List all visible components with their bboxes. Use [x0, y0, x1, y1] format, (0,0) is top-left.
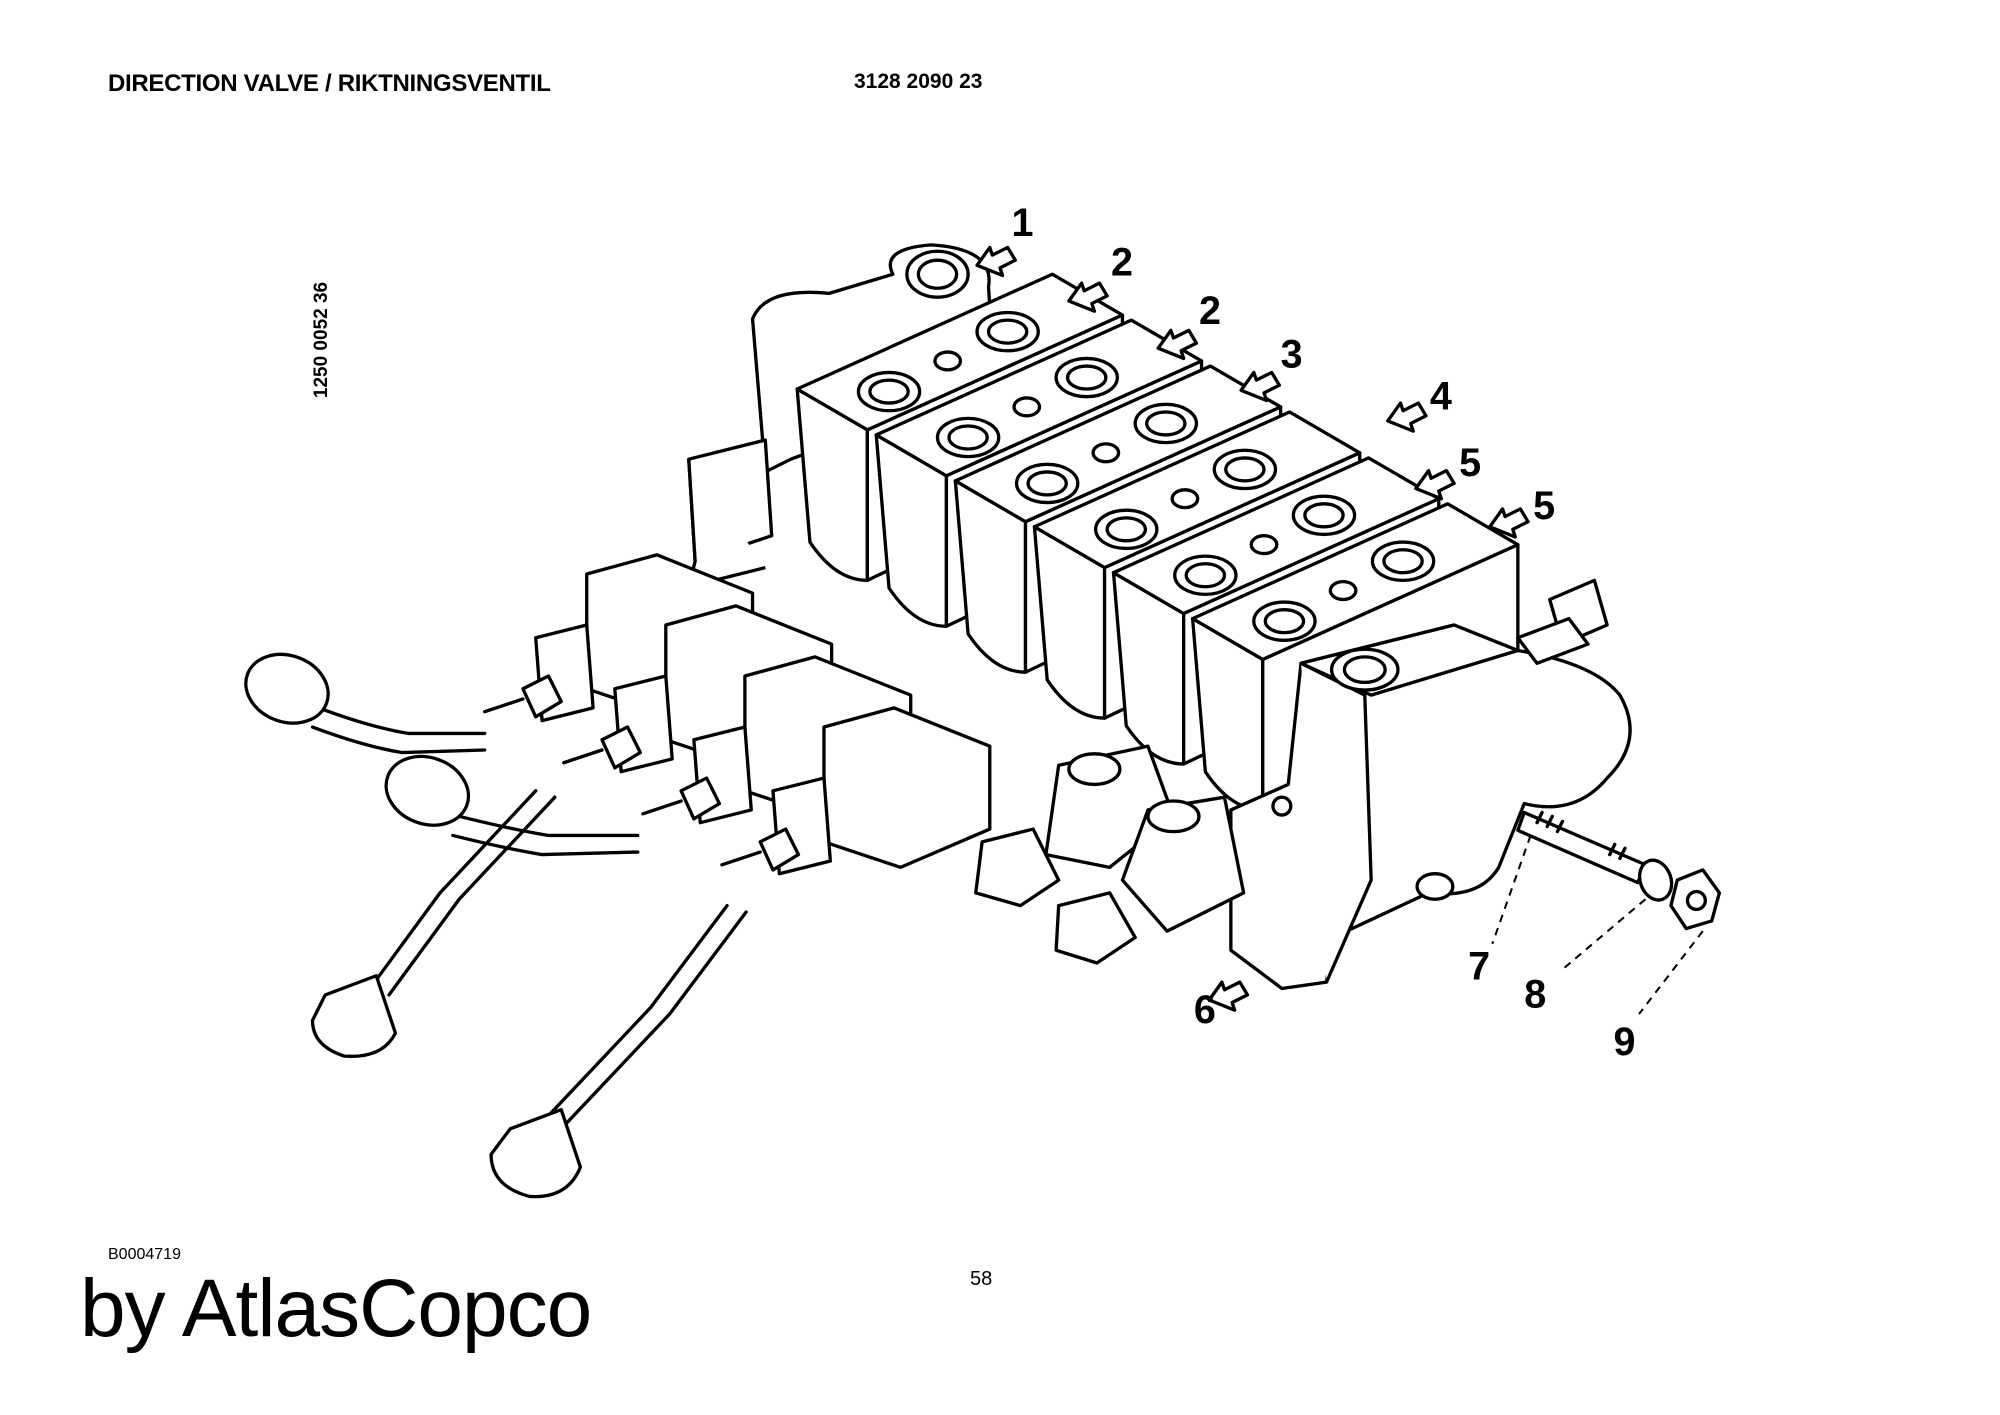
bolt-washer-nut — [1491, 810, 1722, 1015]
callout-6: 6 — [1194, 988, 1216, 1032]
callout-arrow-icon — [1239, 370, 1281, 403]
callout-8: 8 — [1524, 973, 1546, 1017]
lever-actuators — [483, 553, 992, 876]
callout-arrow-icon — [1067, 281, 1109, 313]
callout-2b: 2 — [1199, 289, 1221, 333]
callout-5b: 5 — [1533, 484, 1555, 528]
callout-arrows — [975, 245, 1530, 1012]
callout-arrow-icon — [1207, 980, 1250, 1012]
figure-code: B0004719 — [108, 1246, 181, 1263]
brand-watermark: by AtlasCopco — [80, 1263, 592, 1354]
callout-arrow-icon — [975, 245, 1017, 278]
page-title: DIRECTION VALVE / RIKTNINGSVENTIL — [108, 70, 551, 97]
relief-valves — [974, 744, 1246, 965]
callout-3: 3 — [1281, 332, 1303, 376]
end-cover — [1229, 578, 1632, 991]
page-number: 58 — [970, 1268, 993, 1290]
callout-7: 7 — [1468, 945, 1490, 989]
callout-1: 1 — [1011, 201, 1033, 245]
callout-arrow-icon — [1414, 469, 1456, 501]
callout-arrow-icon — [1156, 328, 1199, 361]
callout-5a: 5 — [1459, 441, 1481, 485]
callout-9: 9 — [1614, 1020, 1636, 1064]
callout-arrow-icon — [1386, 401, 1428, 433]
callout-4: 4 — [1430, 374, 1452, 418]
callout-2a: 2 — [1111, 241, 1133, 285]
lever-handles — [244, 652, 748, 1199]
actuator-housing — [720, 706, 992, 876]
part-number: 3128 2090 23 — [854, 70, 983, 93]
callout-arrow-icon — [1488, 507, 1530, 539]
